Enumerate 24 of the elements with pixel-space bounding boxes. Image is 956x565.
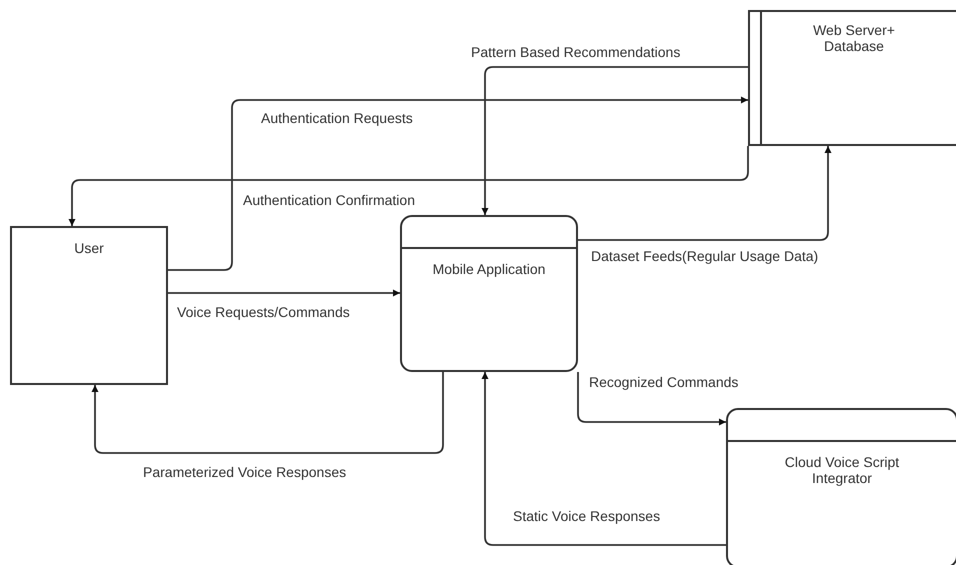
node-label: Mobile Application: [432, 261, 546, 277]
arrow: [168, 96, 748, 271]
arrow: [482, 66, 748, 215]
edge-label: Static Voice Responses: [512, 508, 662, 524]
arrow: [482, 372, 726, 546]
node-label: User: [73, 240, 105, 256]
edge-label: Recognized Commands: [588, 374, 740, 390]
arrow: [168, 290, 400, 296]
node-label: Web Server+ Database: [812, 22, 896, 54]
edge-label: Voice Requests/Commands: [176, 304, 351, 320]
process-box: [726, 408, 956, 565]
node-label: Cloud Voice Script Integrator: [784, 454, 900, 486]
edge-label: Dataset Feeds(Regular Usage Data): [590, 248, 820, 264]
edge-label: Parameterized Voice Responses: [142, 464, 348, 480]
data-store-box: [748, 10, 956, 146]
edge-label: Authentication Confirmation: [242, 192, 416, 208]
arrow: [68, 146, 749, 226]
arrow: [577, 372, 726, 426]
process-box: [400, 215, 578, 372]
arrow: [578, 146, 832, 241]
edge-label: Authentication Requests: [260, 110, 414, 126]
edge-label: Pattern Based Recommendations: [470, 44, 682, 60]
entity-box: [10, 226, 168, 385]
arrow: [92, 372, 444, 454]
